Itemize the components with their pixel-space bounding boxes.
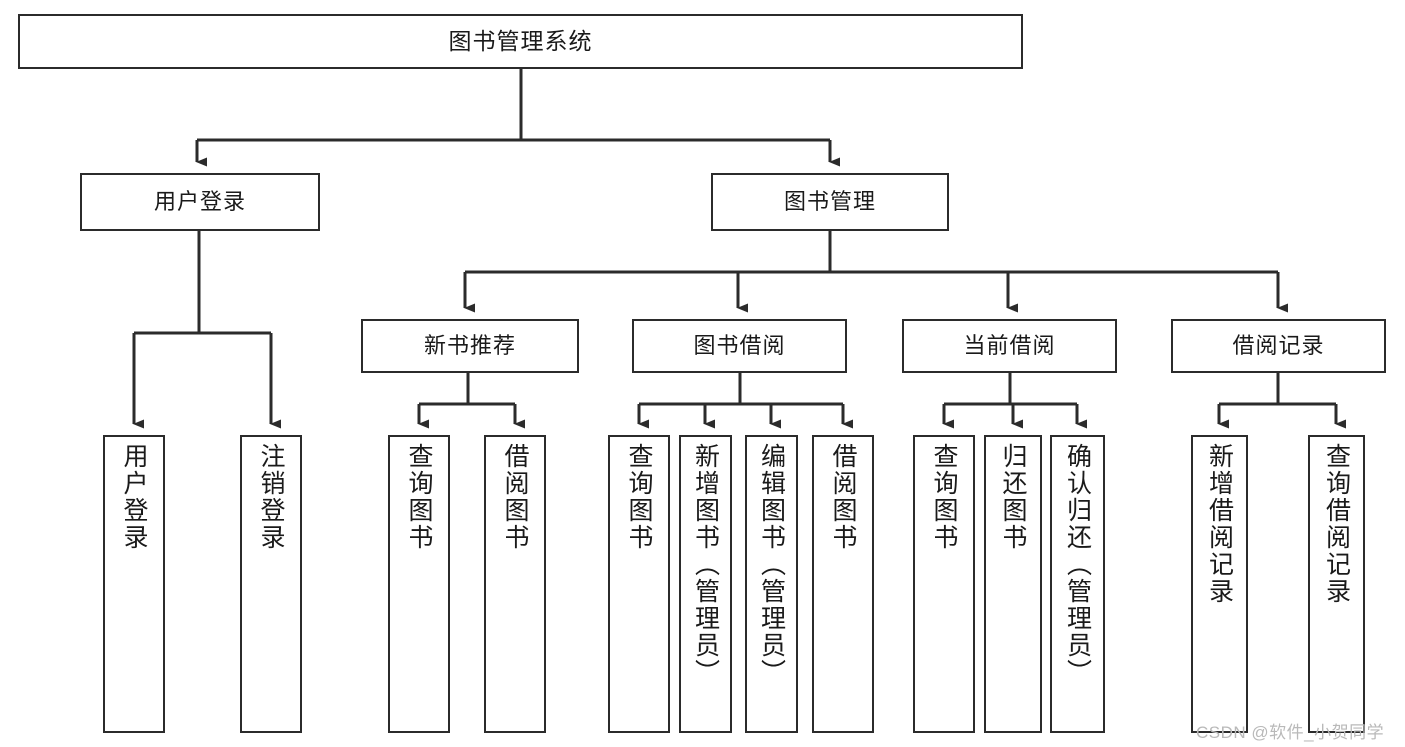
node-leaf-borrow-book-recommend[interactable]: 借阅图书 bbox=[484, 435, 546, 733]
node-leaf-query-book-recommend-label: 查询图书 bbox=[405, 443, 433, 551]
node-leaf-return-book[interactable]: 归还图书 bbox=[984, 435, 1042, 733]
node-borrow-record-label: 借阅记录 bbox=[1232, 332, 1325, 358]
node-user-login-label: 用户登录 bbox=[153, 188, 246, 214]
node-user-login[interactable]: 用户登录 bbox=[80, 173, 320, 231]
node-leaf-add-book-admin[interactable]: 新增图书（管理员） bbox=[679, 435, 732, 733]
node-book-management-label: 图书管理 bbox=[783, 188, 876, 214]
watermark: CSDN @软件_小贺同学 bbox=[1196, 723, 1385, 742]
node-leaf-query-borrow-record-label: 查询借阅记录 bbox=[1322, 443, 1351, 605]
node-leaf-borrow-book-label: 借阅图书 bbox=[829, 443, 857, 551]
node-leaf-add-borrow-record[interactable]: 新增借阅记录 bbox=[1191, 435, 1248, 733]
node-leaf-confirm-return-admin[interactable]: 确认归还（管理员） bbox=[1050, 435, 1105, 733]
node-leaf-borrow-book[interactable]: 借阅图书 bbox=[812, 435, 874, 733]
node-root[interactable]: 图书管理系统 bbox=[18, 14, 1023, 69]
node-leaf-user-login-label: 用户登录 bbox=[120, 443, 148, 551]
node-book-management[interactable]: 图书管理 bbox=[711, 173, 949, 231]
node-book-borrow[interactable]: 图书借阅 bbox=[632, 319, 847, 373]
node-new-book-recommend[interactable]: 新书推荐 bbox=[361, 319, 579, 373]
node-borrow-record[interactable]: 借阅记录 bbox=[1171, 319, 1386, 373]
node-leaf-query-borrow-record[interactable]: 查询借阅记录 bbox=[1308, 435, 1365, 733]
node-book-borrow-label: 图书借阅 bbox=[693, 332, 786, 358]
node-leaf-query-book-borrow-label: 查询图书 bbox=[625, 443, 653, 551]
node-leaf-confirm-return-admin-label: 确认归还（管理员） bbox=[1063, 443, 1092, 686]
node-current-borrow-label: 当前借阅 bbox=[963, 332, 1056, 358]
node-leaf-query-book-borrow[interactable]: 查询图书 bbox=[608, 435, 670, 733]
node-leaf-query-book-recommend[interactable]: 查询图书 bbox=[388, 435, 450, 733]
node-leaf-user-login[interactable]: 用户登录 bbox=[103, 435, 165, 733]
node-leaf-return-book-label: 归还图书 bbox=[999, 443, 1027, 551]
node-leaf-edit-book-admin-label: 编辑图书（管理员） bbox=[757, 443, 786, 686]
node-leaf-logout-login-label: 注销登录 bbox=[257, 443, 285, 551]
node-root-label: 图书管理系统 bbox=[448, 27, 593, 54]
node-leaf-add-book-admin-label: 新增图书（管理员） bbox=[691, 443, 720, 686]
node-current-borrow[interactable]: 当前借阅 bbox=[902, 319, 1117, 373]
node-new-book-recommend-label: 新书推荐 bbox=[423, 332, 516, 358]
node-leaf-edit-book-admin[interactable]: 编辑图书（管理员） bbox=[745, 435, 798, 733]
node-leaf-query-book-current-label: 查询图书 bbox=[930, 443, 958, 551]
node-leaf-logout-login[interactable]: 注销登录 bbox=[240, 435, 302, 733]
node-leaf-query-book-current[interactable]: 查询图书 bbox=[913, 435, 975, 733]
node-leaf-borrow-book-recommend-label: 借阅图书 bbox=[501, 443, 529, 551]
node-leaf-add-borrow-record-label: 新增借阅记录 bbox=[1205, 443, 1234, 605]
